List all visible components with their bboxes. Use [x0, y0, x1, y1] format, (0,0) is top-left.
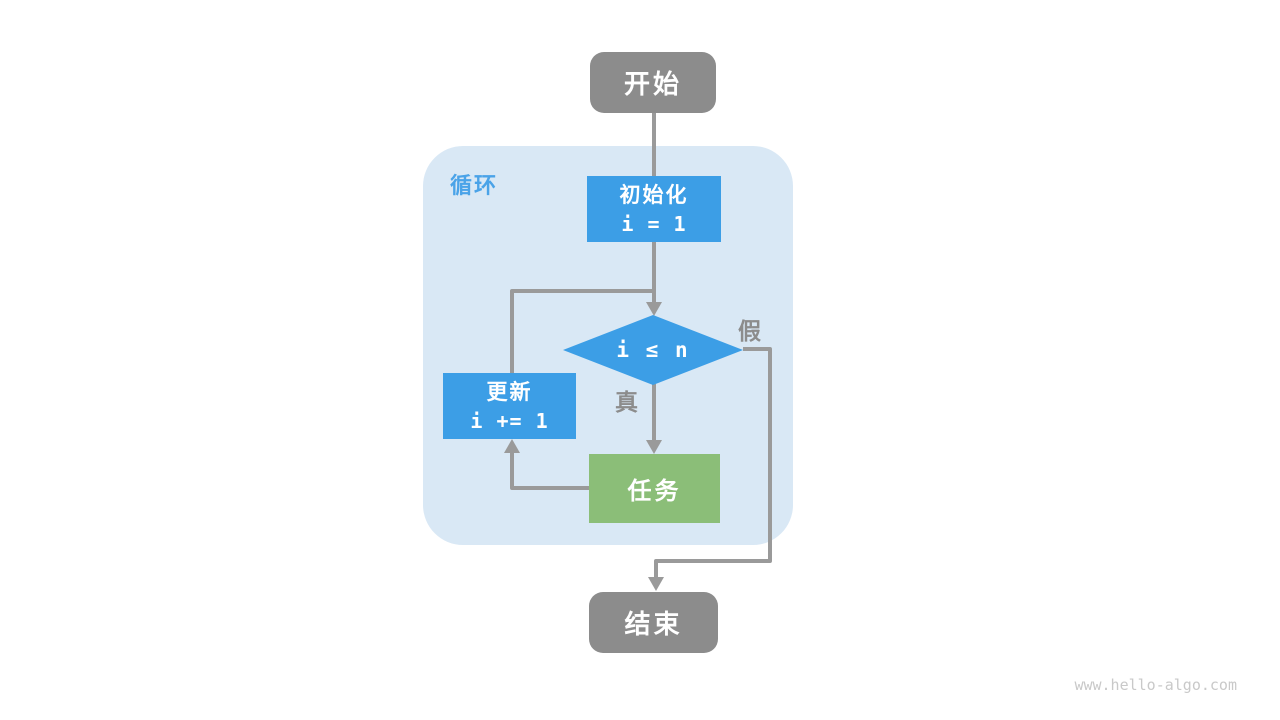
true-edge-label: 真: [615, 389, 638, 415]
loop-group-label: 循环: [450, 173, 499, 198]
start-node-label: 开始: [623, 69, 682, 99]
arrowhead-into-condition: [646, 302, 662, 316]
task-node-label: 任务: [627, 478, 682, 505]
end-node: 结束: [589, 592, 718, 653]
end-node-label: 结束: [624, 609, 683, 639]
site-watermark: www.hello-algo.com: [1074, 676, 1237, 694]
init-node-code: i = 1: [621, 211, 687, 236]
condition-node: i ≤ n: [563, 315, 743, 385]
condition-node-label: i ≤ n: [616, 338, 690, 362]
update-node-title: 更新: [486, 380, 533, 404]
edge-task-to-update: [510, 452, 589, 490]
condition-diamond-shape: [563, 315, 743, 385]
arrowhead-into-update: [504, 439, 520, 453]
update-node-code: i += 1: [470, 408, 549, 433]
arrowhead-into-task: [646, 440, 662, 454]
start-node: 开始: [590, 52, 716, 113]
init-node: 初始化 i = 1: [587, 176, 721, 242]
init-node-title: 初始化: [619, 183, 689, 207]
task-node: 任务: [589, 454, 720, 523]
edge-update-to-junction: [510, 289, 654, 374]
false-edge-label: 假: [738, 318, 761, 344]
arrowhead-into-end: [648, 577, 664, 591]
edge-condition-to-end: [654, 347, 772, 578]
update-node: 更新 i += 1: [443, 373, 576, 439]
